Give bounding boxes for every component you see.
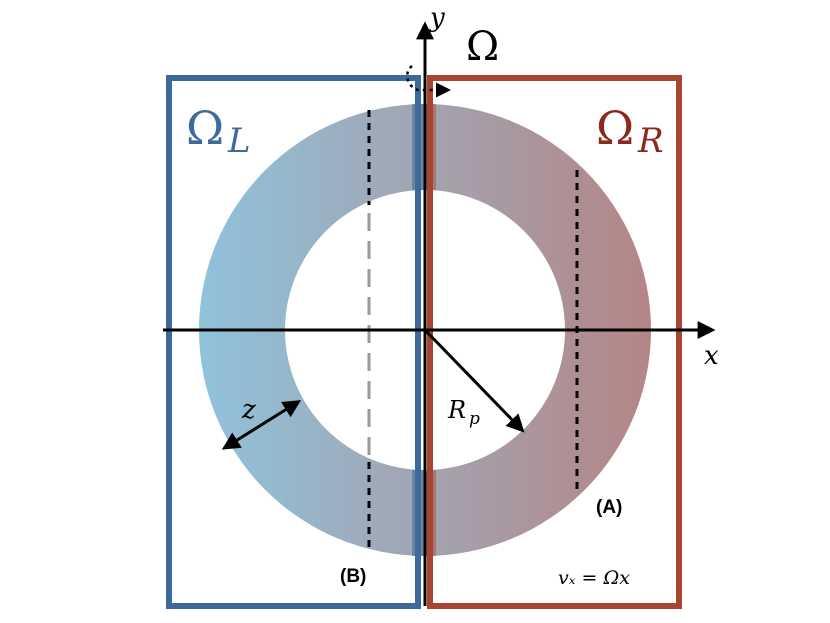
z-label: z (241, 395, 256, 425)
svg-text:L: L (227, 121, 251, 161)
omega-label: Ω (466, 24, 499, 70)
x-axis-label: x (704, 341, 719, 371)
radius-arrow (423, 328, 525, 433)
z-width-arrow (221, 400, 302, 450)
left-domain-box (166, 75, 421, 609)
rp-label: R p (447, 396, 480, 429)
omega-l-label: Ω L (186, 101, 251, 161)
svg-text:R: R (447, 396, 466, 424)
right-domain-box (427, 75, 682, 609)
omega-r-label: Ω R (596, 101, 664, 161)
svg-text:p: p (469, 409, 480, 429)
svg-text:Ω: Ω (596, 101, 634, 155)
svg-text:Ω: Ω (186, 101, 224, 155)
velocity-label: vₓ = Ωx (558, 567, 630, 589)
y-axis-label: y (429, 3, 445, 33)
svg-text:R: R (637, 121, 664, 161)
rotation-arrow-icon (405, 65, 451, 98)
marker-b-label: (B) (340, 566, 366, 587)
marker-a-label: (A) (596, 497, 622, 518)
